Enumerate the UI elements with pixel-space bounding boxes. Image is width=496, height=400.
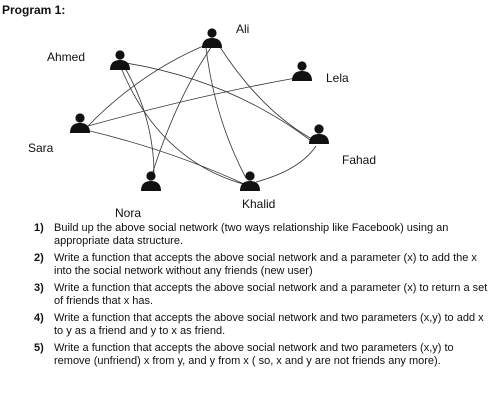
task-text: Build up the above social network (two w… [54,222,449,247]
node-lela: Lela [292,61,349,85]
person-icon [292,61,312,81]
edge-ahmed-nora [123,65,155,179]
edge-ahmed-fahad [125,62,311,141]
edge-sara-khalid [85,129,245,185]
edge-ali-sara [85,43,209,129]
node-label-ali: Ali [236,22,249,36]
node-label-lela: Lela [326,71,349,85]
task-text: Write a function that accepts the above … [54,252,477,277]
person-icon [202,28,222,48]
task-text: Write a function that accepts the above … [54,282,488,307]
task-list: 1) Build up the above social network (tw… [34,222,490,372]
node-ahmed: Ahmed [47,50,130,70]
person-icon [141,171,161,191]
node-ali: Ali [202,22,249,48]
task-text: Write a function that accepts the above … [54,312,484,337]
edges-layer [85,43,317,185]
task-item: 1) Build up the above social network (tw… [34,222,490,248]
node-label-sara: Sara [28,141,54,155]
task-item: 4) Write a function that accepts the abo… [34,312,490,338]
edge-khalid-fahad [255,145,317,183]
person-icon [70,113,90,133]
person-icon [110,50,130,70]
edge-ali-fahad [217,43,313,140]
edge-ali-khalid [205,47,247,179]
person-icon [309,124,329,144]
node-label-khalid: Khalid [242,197,275,211]
task-number: 4) [34,312,44,324]
program-title: Program 1: [2,3,66,17]
node-nora: Nora [115,171,161,220]
node-label-nora: Nora [115,206,141,220]
person-icon [240,171,260,191]
node-label-fahad: Fahad [342,153,376,167]
task-item: 3) Write a function that accepts the abo… [34,282,490,308]
node-label-ahmed: Ahmed [47,50,85,64]
task-item: 2) Write a function that accepts the abo… [34,252,490,278]
node-sara: Sara [28,113,90,155]
edge-ali-nora [150,45,213,179]
task-number: 1) [34,222,44,234]
edge-sara-lela [87,77,297,127]
task-text: Write a function that accepts the above … [54,342,454,367]
edge-ahmed-khalid [121,69,244,185]
node-khalid: Khalid [240,171,275,211]
task-number: 2) [34,252,44,264]
task-number: 3) [34,282,44,294]
task-number: 5) [34,342,44,354]
task-item: 5) Write a function that accepts the abo… [34,342,490,368]
node-fahad: Fahad [309,124,376,167]
